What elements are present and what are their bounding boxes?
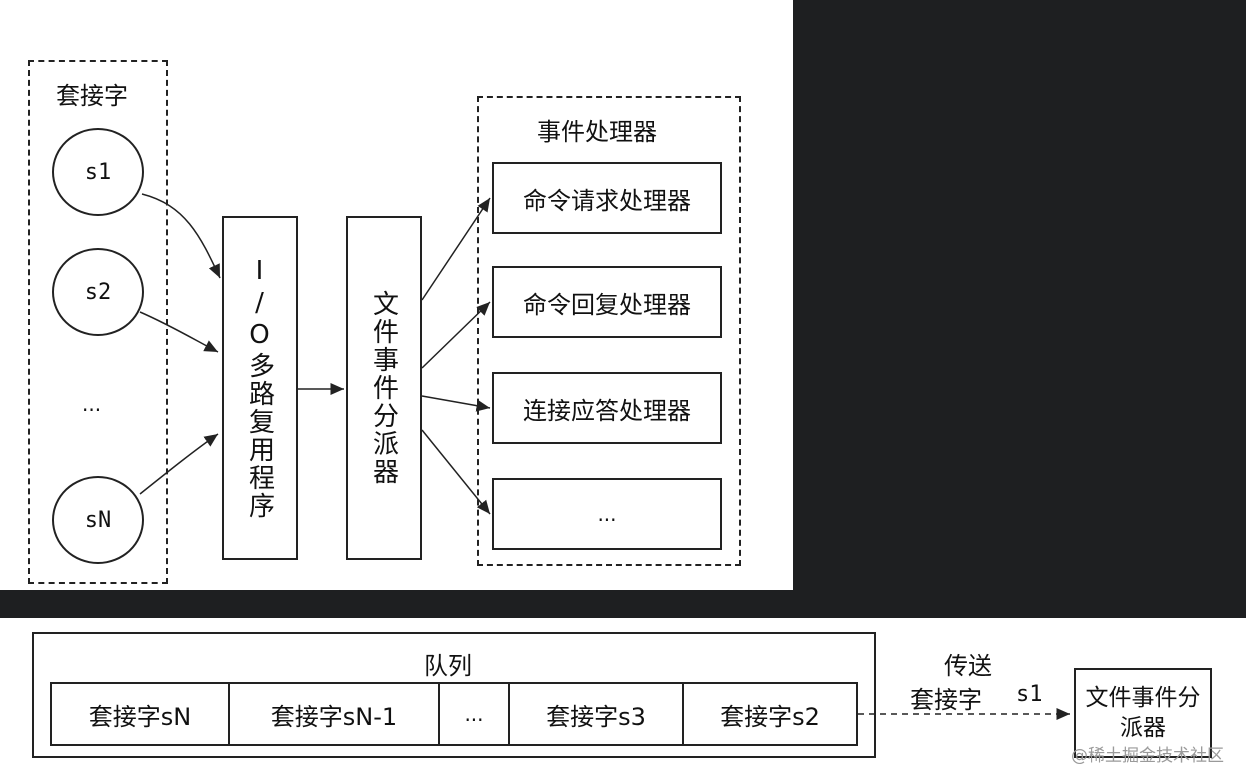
arrow-dispatcher-to-more (421, 429, 491, 515)
arrow-dispatcher-to-accept (421, 395, 491, 412)
handler-more-label: ... (597, 502, 617, 526)
arrow-s1-to-io (141, 193, 221, 279)
queue-item-s3: 套接字s3 (510, 684, 684, 744)
queue-item-s2: 套接字s2 (720, 702, 820, 731)
queue-item-sN-1: 套接字sN-1 (230, 684, 440, 744)
watermark: @稀土掘金技术社区 (1071, 746, 1224, 766)
sockets-group (28, 60, 168, 584)
io-multiplexer-box: I/O多路复用程序 (222, 216, 298, 560)
arrow-s2-to-io (139, 311, 219, 353)
handler-command-request: 命令请求处理器 (492, 162, 722, 234)
arrow-sN-to-io (139, 433, 219, 495)
sockets-group-label: 套接字 (56, 82, 128, 110)
transfer-socket: s1 (1016, 682, 1043, 707)
handler-connection-accept-label: 连接应答处理器 (523, 396, 691, 425)
handlers-group (477, 96, 741, 566)
handler-connection-accept: 连接应答处理器 (492, 372, 722, 444)
queue-row (50, 682, 858, 746)
bottom-dispatcher-label: 文件事件分派器 (1085, 685, 1201, 741)
arrow-dispatcher-to-request (421, 197, 491, 301)
io-multiplexing-diagram: 套接字 s1 s2 ... sN I/O多路复用程序 文件事件分派器 事件处理器… (0, 0, 793, 590)
queue-item-sN: 套接字sN (52, 684, 230, 744)
queue-item-ellipsis: ... (440, 684, 510, 744)
socket-queue-diagram: 队列 套接字sN 套接字sN-1 ... 套接字s3 套接字s2 传送 套接字 … (0, 618, 1246, 772)
file-event-dispatcher-label: 文件事件分派器 (368, 290, 399, 486)
arrow-dispatcher-to-reply (421, 301, 491, 369)
queue-box (32, 632, 876, 758)
handler-command-request-label: 命令请求处理器 (523, 186, 691, 215)
handler-more: ... (492, 478, 722, 550)
socket-s2: s2 (52, 248, 144, 336)
handlers-group-label: 事件处理器 (537, 118, 657, 146)
transfer-label-line1: 传送 (944, 652, 992, 680)
transfer-label-line2: 套接字 (910, 686, 982, 714)
handler-command-reply-label: 命令回复处理器 (523, 290, 691, 319)
flow-arrows (139, 193, 491, 515)
file-event-dispatcher-box: 文件事件分派器 (346, 216, 422, 560)
io-multiplexer-label: I/O多路复用程序 (244, 256, 275, 520)
socket-s1: s1 (52, 128, 144, 216)
queue-label: 队列 (424, 652, 472, 680)
socket-sN: sN (52, 476, 144, 564)
socket-ellipsis: ... (82, 392, 102, 416)
transfer-arrow (858, 708, 1070, 720)
bottom-dispatcher-box: 文件事件分派器 (1074, 668, 1212, 758)
handler-command-reply: 命令回复处理器 (492, 266, 722, 338)
